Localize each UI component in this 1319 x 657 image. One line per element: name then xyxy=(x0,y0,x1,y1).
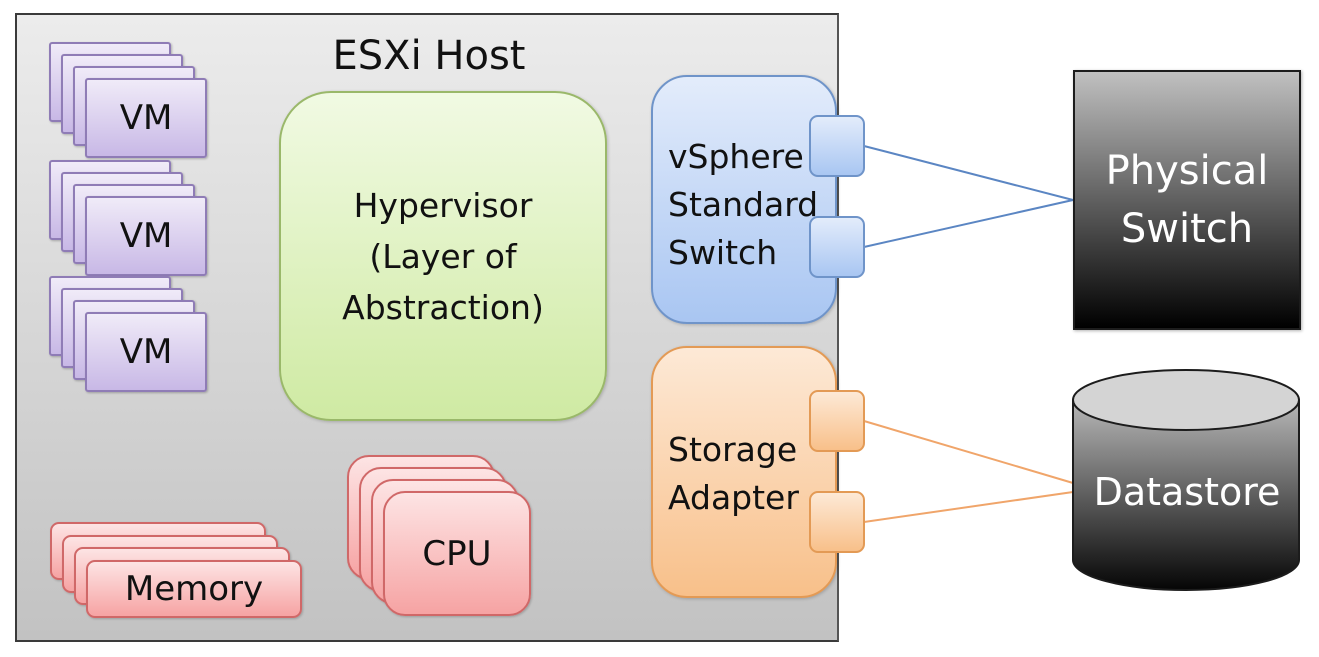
storage-adapter-line: Adapter xyxy=(668,478,799,517)
vm-card: VM xyxy=(85,78,207,158)
hypervisor-line: Hypervisor xyxy=(353,185,533,225)
network-link-2 xyxy=(863,199,1074,248)
storage-adapter-port-1 xyxy=(809,390,865,452)
storage-adapter: Storage Adapter xyxy=(651,346,837,598)
hypervisor-line: (Layer of xyxy=(369,236,517,276)
physical-switch-line: Physical xyxy=(1105,148,1269,194)
hypervisor-box: Hypervisor (Layer of Abstraction) xyxy=(279,91,607,421)
vswitch-uplink-port-1 xyxy=(809,115,865,177)
datastore-top xyxy=(1072,369,1300,431)
physical-switch-label: Physical Switch xyxy=(1106,142,1269,258)
vswitch-line: Standard xyxy=(668,185,819,224)
storage-adapter-port-2 xyxy=(809,491,865,553)
datastore-body xyxy=(1072,399,1300,591)
esxi-host-title: ESXi Host xyxy=(332,33,526,79)
vm-label: VM xyxy=(119,98,173,138)
vswitch-uplink-port-2 xyxy=(809,216,865,278)
vm-card: VM xyxy=(85,196,207,276)
memory-label: Memory xyxy=(124,569,264,609)
storage-link-1 xyxy=(863,420,1074,484)
cpu-label: CPU xyxy=(422,533,492,574)
vswitch-line: vSphere xyxy=(668,137,804,176)
network-link-1 xyxy=(863,145,1074,201)
storage-adapter-label: Storage Adapter xyxy=(668,426,799,522)
datastore-label: Datastore xyxy=(1093,470,1281,514)
memory-card: Memory xyxy=(86,560,302,618)
storage-adapter-line: Storage xyxy=(668,430,798,469)
vswitch-line: Switch xyxy=(668,233,778,272)
physical-switch-line: Switch xyxy=(1120,206,1254,252)
storage-link-2 xyxy=(863,491,1074,523)
physical-switch: Physical Switch xyxy=(1073,70,1301,330)
vsphere-standard-switch: vSphere Standard Switch xyxy=(651,75,837,324)
hypervisor-label: Hypervisor (Layer of Abstraction) xyxy=(342,180,544,333)
vswitch-label: vSphere Standard Switch xyxy=(668,133,818,277)
vm-label: VM xyxy=(119,216,173,256)
datastore-cylinder xyxy=(1072,369,1300,591)
vm-card: VM xyxy=(85,312,207,392)
hypervisor-line: Abstraction) xyxy=(342,287,544,327)
cpu-card: CPU xyxy=(383,491,531,616)
vm-label: VM xyxy=(119,332,173,372)
